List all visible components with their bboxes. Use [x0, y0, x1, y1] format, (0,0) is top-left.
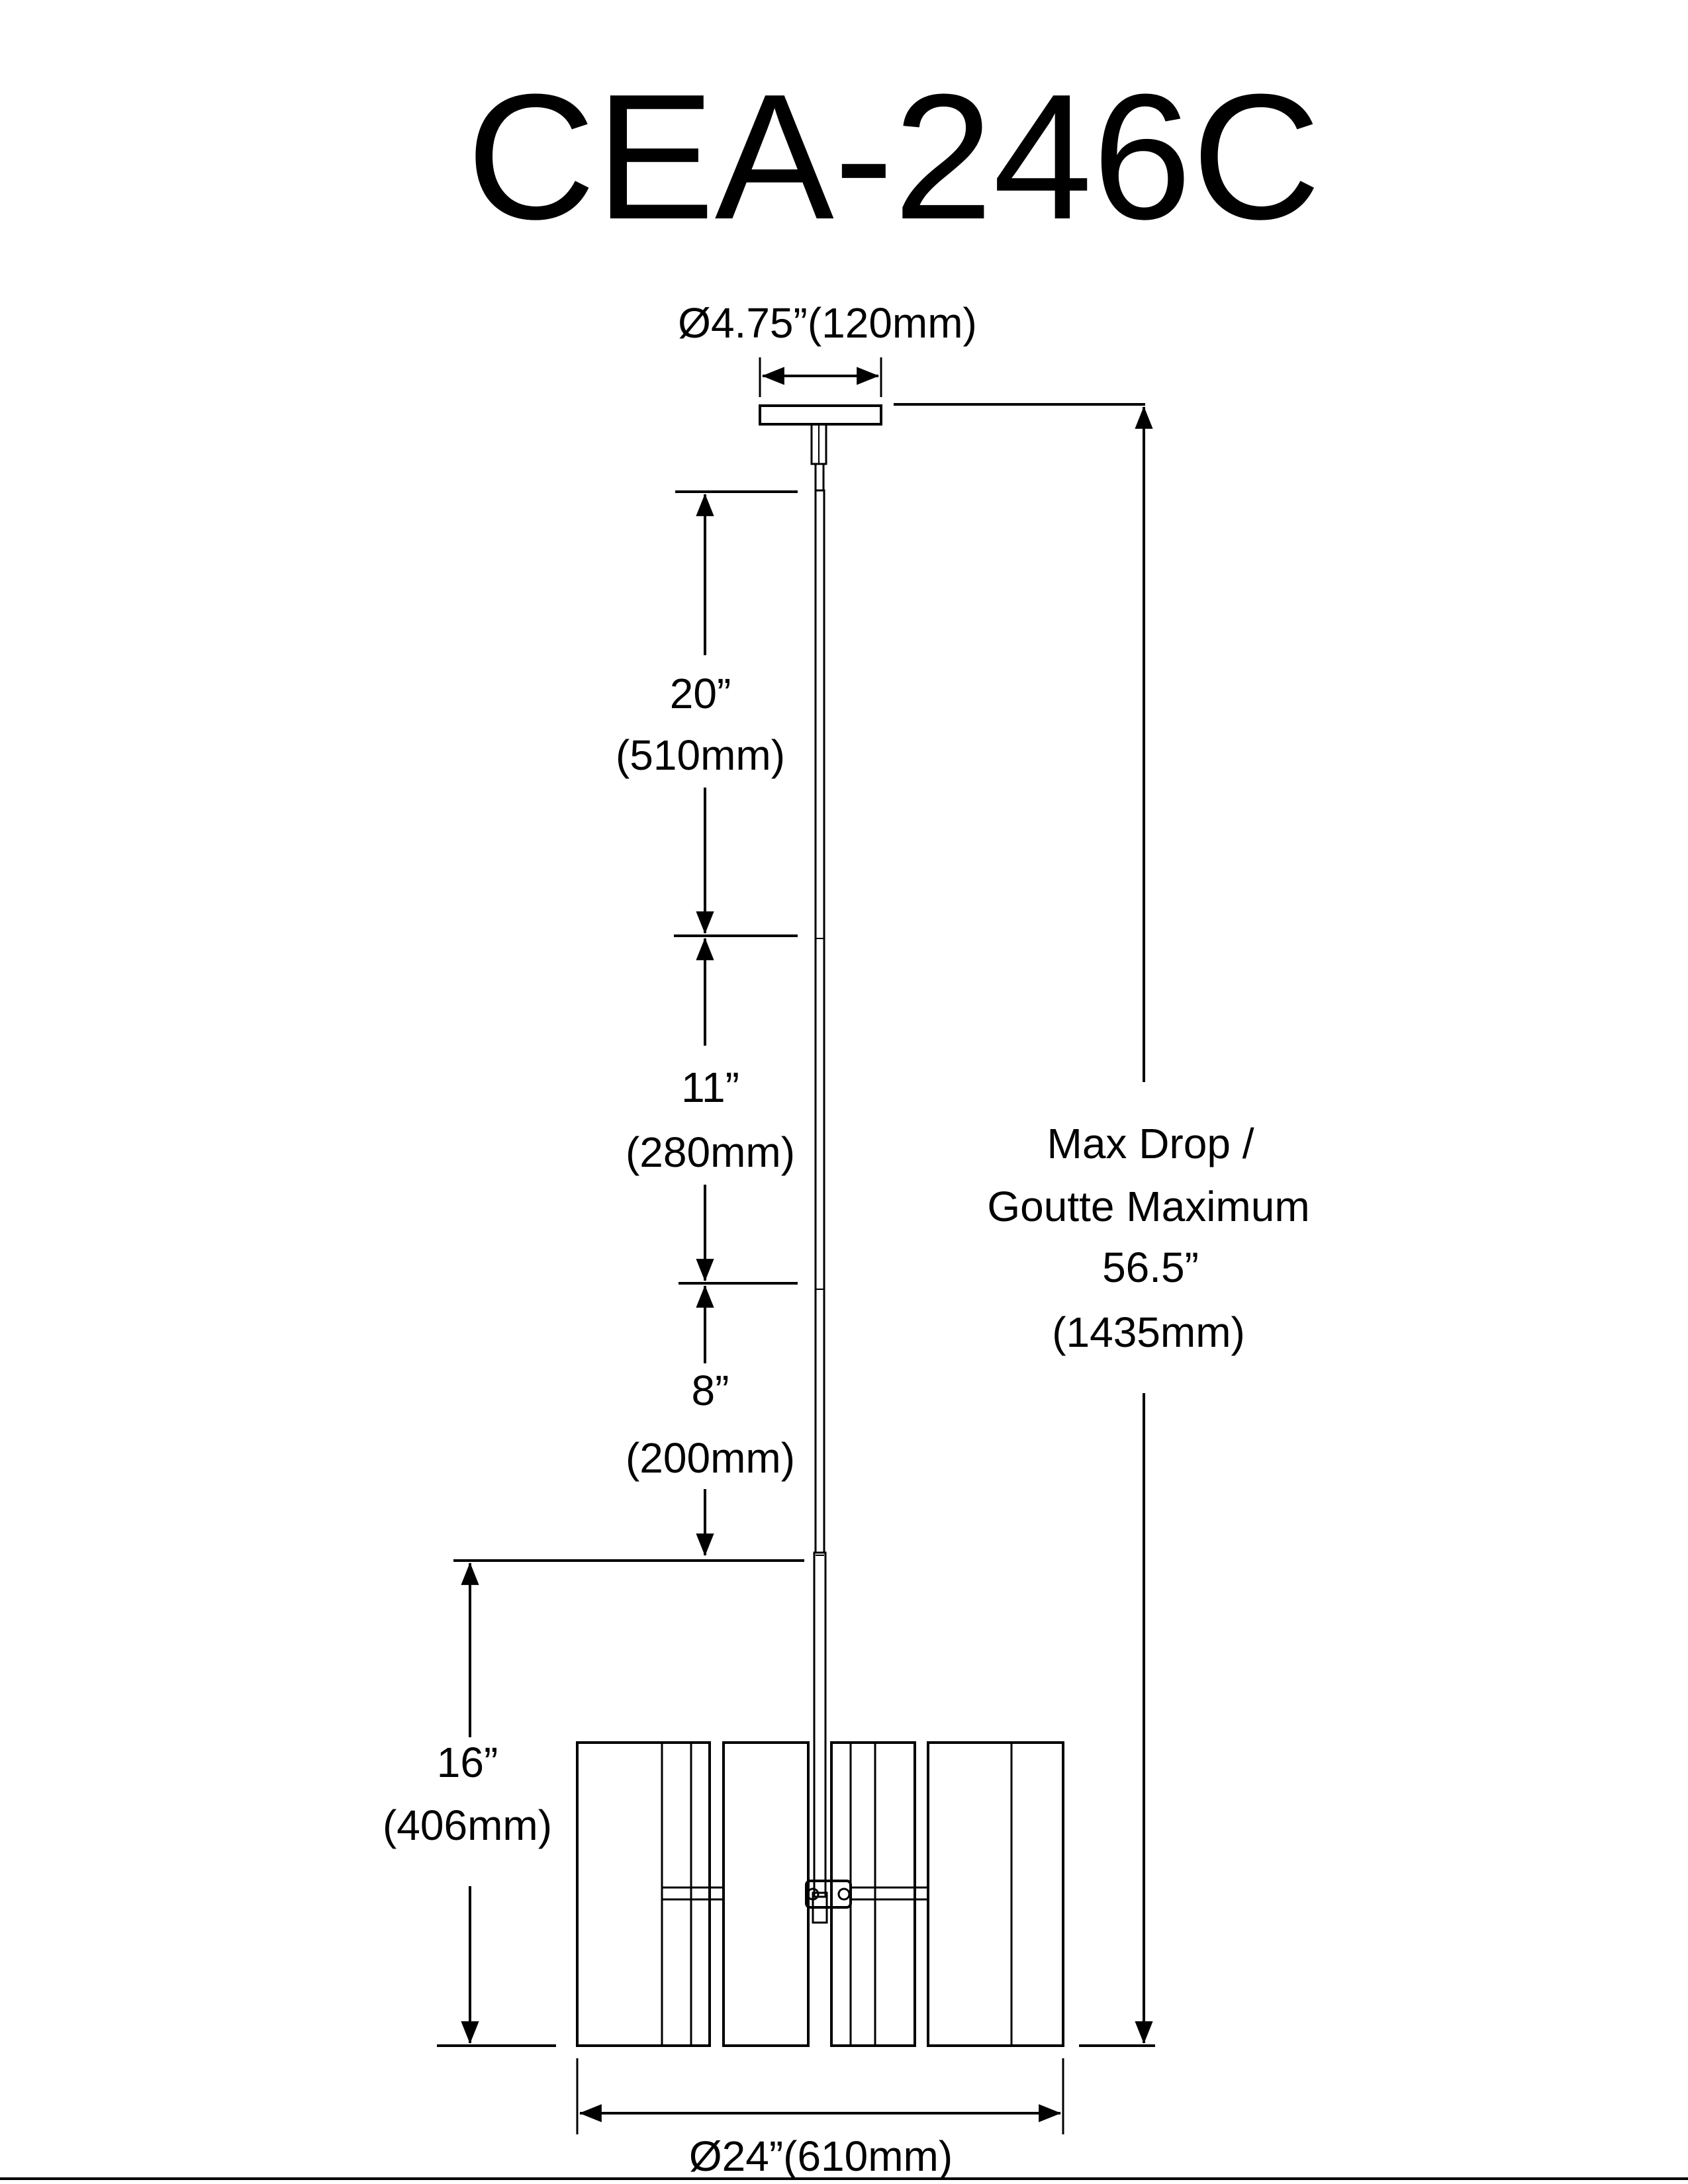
max-drop-inches-label: 56.5” — [1102, 1244, 1199, 1291]
canopy-diameter-label: Ø4.75”(120mm) — [678, 299, 977, 347]
arm-left — [661, 1886, 725, 1901]
fixture-diameter-label: Ø24”(610mm) — [689, 2132, 953, 2180]
shade-right — [927, 1741, 1064, 2047]
canopy — [759, 404, 882, 426]
rod-1-inches-label: 20” — [670, 670, 731, 717]
fixture-height-mm-label: (406mm) — [383, 1801, 552, 1849]
rod-1-mm-label: (510mm) — [616, 731, 785, 779]
fixture-height-inches-label: 16” — [437, 1739, 498, 1786]
fixture-drawing — [576, 404, 1064, 2047]
dimension-labels: Ø4.75”(120mm) 20” (510mm) 11” (280mm) 8”… — [383, 299, 1310, 2180]
page-title: CEA-246C — [467, 58, 1321, 257]
max-drop-line2-label: Goutte Maximum — [987, 1183, 1309, 1230]
dimension-lines — [0, 357, 1688, 2180]
rod-3-inches-label: 8” — [692, 1367, 729, 1414]
shade-center-right — [830, 1741, 916, 2047]
shade-center-left — [722, 1741, 810, 2047]
downrod — [814, 489, 825, 1554]
rod-2-inches-label: 11” — [681, 1064, 739, 1111]
rod-2-mm-label: (280mm) — [626, 1128, 795, 1176]
rod-3-mm-label: (200mm) — [626, 1434, 795, 1482]
hub — [805, 1880, 852, 1909]
max-drop-mm-label: (1435mm) — [1052, 1308, 1245, 1356]
shade-left — [576, 1741, 711, 2047]
max-drop-line1-label: Max Drop / — [1047, 1120, 1254, 1167]
arm-right — [849, 1886, 929, 1901]
